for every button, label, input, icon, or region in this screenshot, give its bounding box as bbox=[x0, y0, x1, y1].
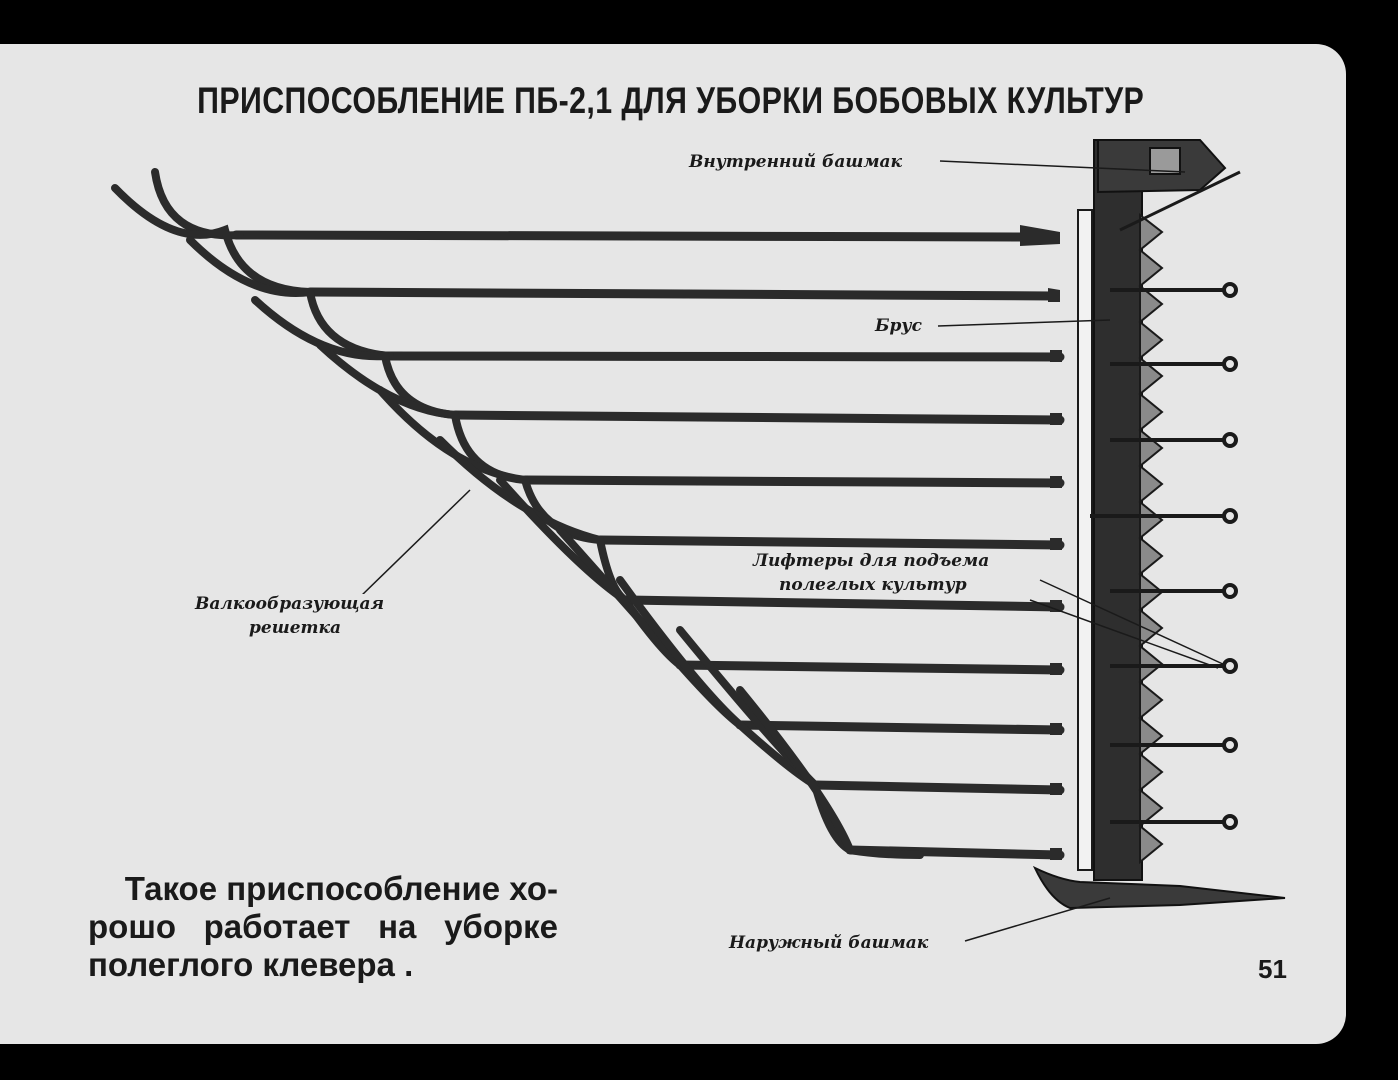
rod-brackets bbox=[1020, 225, 1062, 860]
label-outer-shoe: Наружный башмак bbox=[726, 933, 932, 953]
caption-line-2: рошо работает на уборке bbox=[88, 908, 558, 945]
curved-bars bbox=[111, 168, 924, 859]
label-lifters-line1: Лифтеры для подъема bbox=[750, 551, 993, 571]
label-beam: Брус bbox=[872, 316, 925, 336]
grate-diagram bbox=[111, 139, 1286, 942]
label-grate-line1: Валкообразующая bbox=[192, 594, 388, 614]
outer-shoe-part bbox=[1032, 865, 1286, 910]
horizontal-rods bbox=[231, 230, 1065, 860]
lifters bbox=[1090, 282, 1238, 830]
caption-line-1: Такое приспособление хо- bbox=[124, 870, 558, 907]
inner-shoe-part bbox=[1097, 139, 1241, 232]
leader-lines bbox=[359, 160, 1226, 942]
page-number: 51 bbox=[1258, 954, 1287, 984]
caption-text: Такое приспособление хо- рошо работает н… bbox=[88, 870, 558, 984]
slide-title: ПРИСПОСОБЛЕНИЕ ПБ-2,1 ДЛЯ УБОРКИ БОБОВЫХ… bbox=[197, 80, 1145, 121]
beam-bar bbox=[1077, 139, 1143, 881]
label-lifters-line2: полеглых культур bbox=[776, 575, 970, 595]
slide: ПРИСПОСОБЛЕНИЕ ПБ-2,1 ДЛЯ УБОРКИ БОБОВЫХ… bbox=[0, 44, 1346, 1044]
label-grate-line2: решетка bbox=[246, 618, 345, 638]
caption-line-3: полеглого клевера . bbox=[88, 946, 414, 983]
cutter-teeth bbox=[1138, 212, 1164, 865]
label-inner-shoe: Внутренний башмак bbox=[686, 152, 906, 172]
